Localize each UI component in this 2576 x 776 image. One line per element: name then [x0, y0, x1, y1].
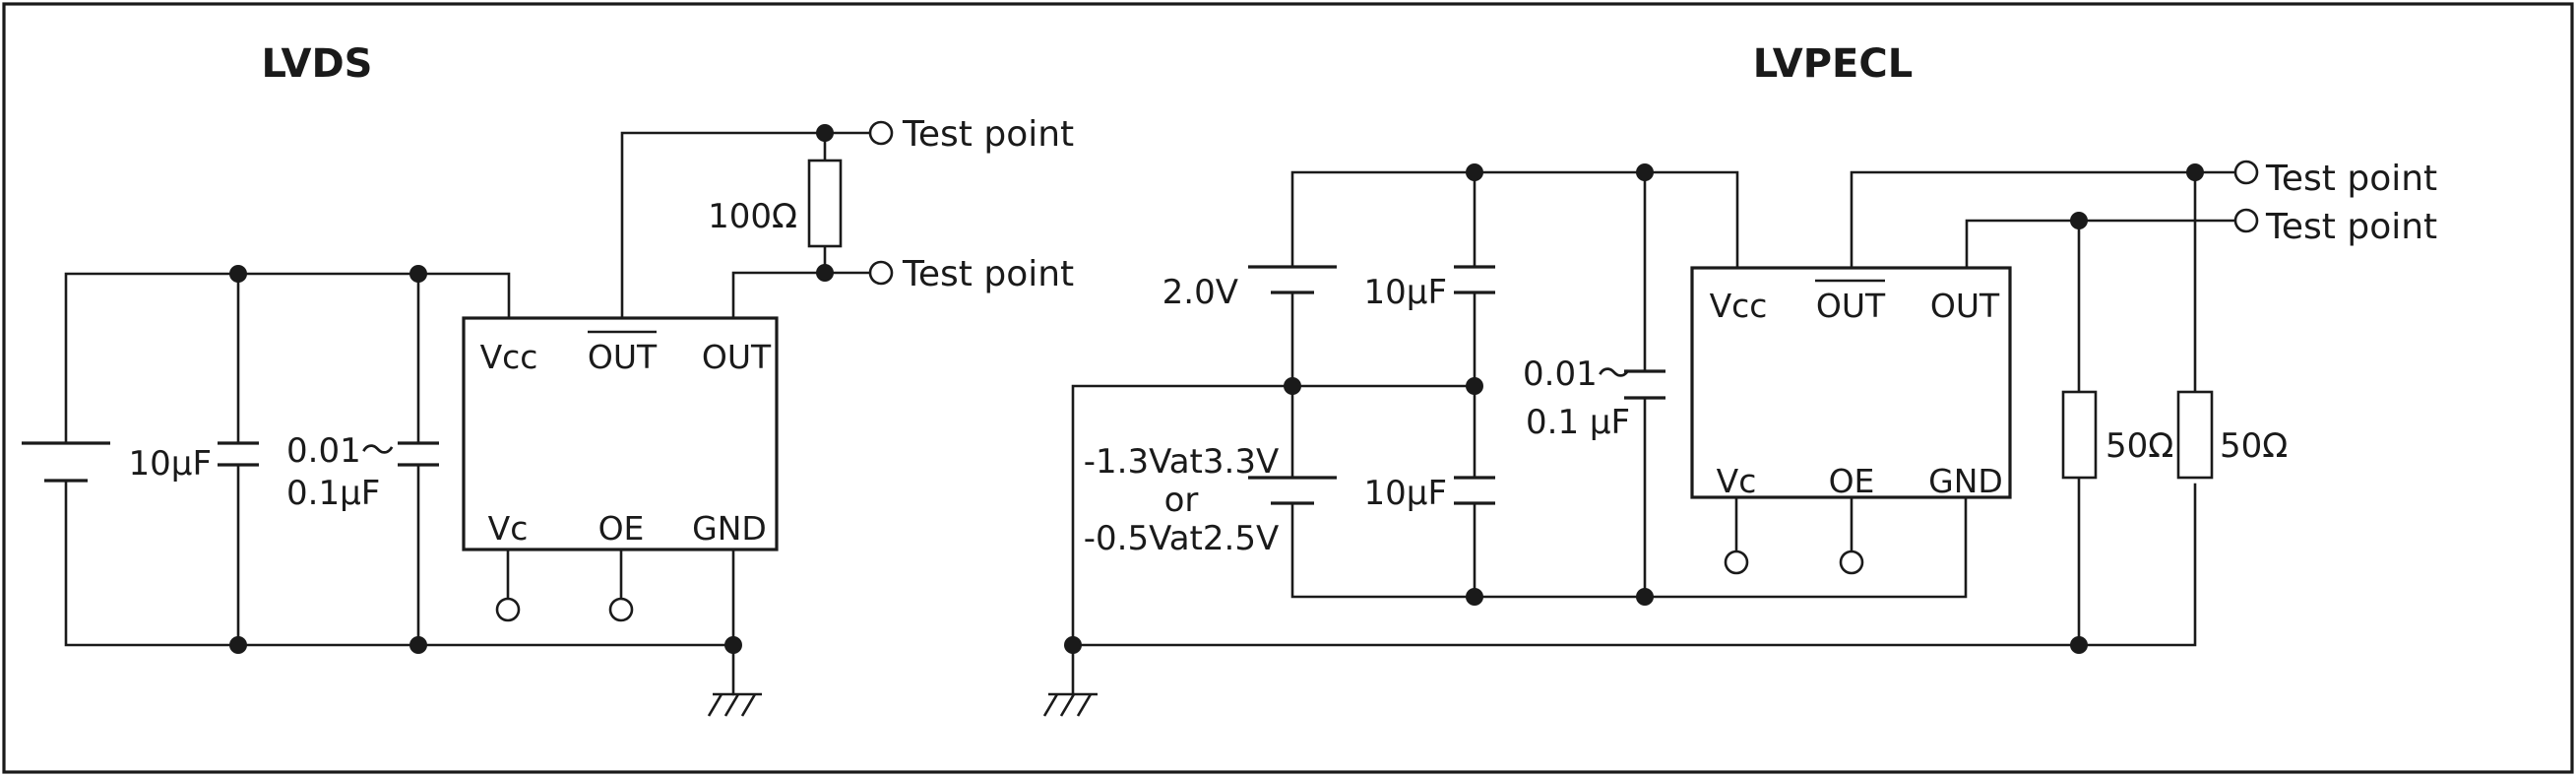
lvpecl-test-point-2-label: Test point [2265, 207, 2437, 247]
lvds-test-point-2-label: Test point [902, 254, 1074, 294]
lvpecl-cap-bypass-label-line1: 0.01～ [1523, 355, 1631, 394]
lvds-pin-vcc: Vcc [480, 338, 538, 376]
lvpecl-junction-dot [1064, 636, 1082, 654]
lvpecl-pin-oe: OE [1829, 462, 1875, 500]
lvpecl-wires [1071, 170, 2237, 696]
lvds-test-point-terminal [868, 120, 894, 146]
lvpecl-title: LVPECL [1753, 41, 1913, 87]
lvds-oe-terminal [608, 597, 634, 622]
lvpecl-junction-dot [1636, 163, 1654, 181]
lvpecl-cap-bypass-label-line2: 0.1 µF [1526, 403, 1630, 442]
lvpecl-junction-dot [1284, 377, 1301, 395]
lvpecl-junction-dot [1466, 377, 1483, 395]
lvpecl-test-point-terminal [2233, 208, 2259, 233]
lvds-resistor [807, 159, 843, 248]
lvds-title: LVDS [262, 41, 373, 87]
lvds-junction-dot [229, 265, 247, 283]
lvds-junction-dot [229, 636, 247, 654]
lvpecl-test-point-terminal [2233, 160, 2259, 185]
lvpecl-cap-top-label: 10µF [1364, 273, 1447, 312]
lvds-resistor-label: 100Ω [708, 197, 797, 236]
lvds-pin-vc: Vc [488, 509, 529, 548]
lvpecl-resistor-1-label: 50Ω [2105, 426, 2173, 466]
lvds-ground-icon [707, 692, 762, 717]
lvds-junction-dot [724, 636, 742, 654]
lvds-junction-dot [816, 264, 834, 282]
lvpecl-battery-bottom-label-line2: or [1164, 481, 1199, 520]
lvpecl-test-point-1-label: Test point [2265, 159, 2437, 199]
lvds-circuit: LVDS 10µF 0.01～ 0.1µF 100Ω Test point Te… [22, 41, 1074, 717]
lvpecl-junction-dot [1466, 163, 1483, 181]
lvpecl-ground-icon [1042, 692, 1098, 717]
lvpecl-junction-dot [1636, 588, 1654, 606]
lvpecl-junction-dot [2070, 636, 2088, 654]
lvpecl-junction-dot [1466, 588, 1483, 606]
lvds-junction-dot [409, 265, 427, 283]
lvds-vc-terminal [495, 597, 521, 622]
lvpecl-pin-vcc: Vcc [1710, 287, 1768, 325]
lvds-test-point-1-label: Test point [902, 114, 1074, 155]
lvpecl-junction-dot [2186, 163, 2204, 181]
lvpecl-junction-dot [2070, 212, 2088, 229]
lvds-oscillator-ic [462, 316, 779, 551]
lvpecl-pin-vc: Vc [1717, 462, 1757, 500]
lvpecl-vc-terminal [1724, 550, 1749, 575]
lvds-pin-gnd: GND [692, 509, 767, 548]
lvds-junction-dot [409, 636, 427, 654]
lvpecl-cap-bottom-label: 10µF [1364, 474, 1447, 513]
lvpecl-battery-bottom-label-line1: -1.3Vat3.3V [1084, 442, 1279, 482]
lvds-cap2-label-line1: 0.01～ [286, 431, 395, 471]
lvds-pin-oe: OE [598, 509, 645, 548]
lvpecl-resistor-2 [2176, 390, 2214, 480]
lvpecl-battery-bottom-label-line3: -0.5Vat2.5V [1084, 519, 1279, 558]
lvpecl-pin-out-bar: OUT [1816, 287, 1886, 325]
lvpecl-battery-top-label: 2.0V [1162, 273, 1238, 312]
lvpecl-resistor-1 [2061, 390, 2098, 480]
lvds-test-point-terminal [868, 260, 894, 286]
lvpecl-pin-gnd: GND [1928, 462, 2003, 500]
lvds-junction-dot [816, 124, 834, 142]
lvds-cap1-label: 10µF [129, 444, 212, 484]
lvds-cap2-label-line2: 0.1µF [286, 474, 380, 513]
lvds-wires [64, 131, 873, 696]
lvds-pin-out-bar: OUT [588, 338, 658, 376]
lvpecl-circuit: LVPECL 2.0V -1.3Vat3.3V or -0.5Vat2.5V 1… [1042, 41, 2437, 717]
lvpecl-oe-terminal [1839, 550, 1864, 575]
lvpecl-resistor-2-label: 50Ω [2220, 426, 2288, 466]
lvpecl-oscillator-ic [1690, 266, 2012, 499]
lvds-pin-out: OUT [702, 338, 772, 376]
lvpecl-pin-out: OUT [1930, 287, 2000, 325]
